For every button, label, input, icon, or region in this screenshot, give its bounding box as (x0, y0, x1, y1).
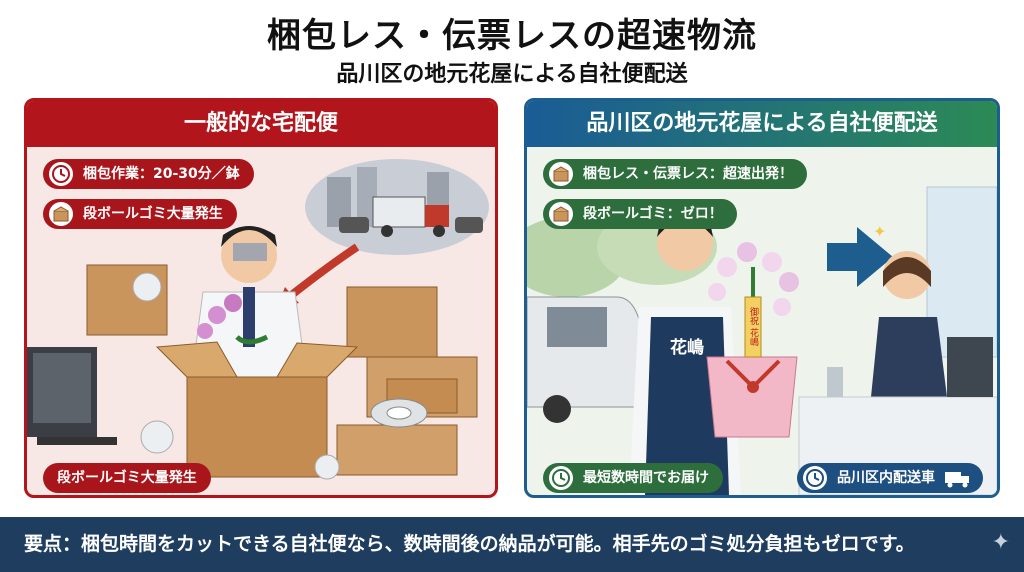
page-subtitle: 品川区の地元花屋による自社便配送 (336, 62, 688, 87)
cardboard-waste-badge: 段ボールゴミ大量発生 (43, 199, 237, 229)
standard-delivery-panel: 一般的な宅配便 (24, 98, 498, 498)
standard-delivery-header: 一般的な宅配便 (27, 101, 495, 147)
clock-icon (49, 162, 73, 186)
clock-icon (803, 466, 827, 490)
cardboard-waste-bottom-badge: 段ボールゴミ大量発生 (43, 463, 211, 493)
local-florist-panel: 品川区の地元花屋による自社便配送 花嶋 御祝 花嶋 (524, 98, 1000, 498)
summary-footer: 要点：梱包時間をカットできる自社便なら、数時間後の納品が可能。相手先のゴミ処分負… (0, 517, 1024, 572)
clock-icon (549, 466, 573, 490)
box-icon (549, 162, 573, 186)
fast-delivery-label: 最短数時間でお届け (583, 470, 709, 486)
fast-delivery-badge: 最短数時間でお届け (543, 463, 723, 493)
local-delivery-car-label: 品川区内配送車 (837, 470, 935, 486)
zero-cardboard-badge: 段ボールゴミ：ゼロ！ (543, 199, 737, 229)
local-florist-header: 品川区の地元花屋による自社便配送 (527, 101, 997, 147)
packingless-badge: 梱包レス・伝票レス：超速出発！ (543, 159, 807, 189)
apron-text: 花嶋 (670, 337, 704, 358)
sparkle-icon: ✦ (873, 222, 886, 241)
delivery-truck-icon (372, 196, 449, 237)
sparkle-icon: ✦ (991, 530, 1010, 555)
local-delivery-car-badge: 品川区内配送車 (797, 463, 983, 493)
gift-tag-text: 御祝 花嶋 (748, 306, 759, 347)
packing-time-label: 梱包作業：20-30分／鉢 (83, 166, 240, 182)
box-icon (549, 202, 573, 226)
zero-cardboard-label: 段ボールゴミ：ゼロ！ (583, 206, 723, 222)
packing-scene-illustration (27, 159, 489, 480)
packing-time-badge: 梱包作業：20-30分／鉢 (43, 159, 254, 189)
page-title: 梱包レス・伝票レスの超速物流 (267, 16, 757, 56)
delivery-truck-icon (945, 469, 971, 495)
packingless-label: 梱包レス・伝票レス：超速出発！ (583, 166, 793, 182)
cardboard-waste-bottom-label: 段ボールゴミ大量発生 (57, 470, 197, 486)
delivery-van (527, 296, 648, 423)
box-icon (49, 202, 73, 226)
cardboard-waste-label: 段ボールゴミ大量発生 (83, 206, 223, 222)
